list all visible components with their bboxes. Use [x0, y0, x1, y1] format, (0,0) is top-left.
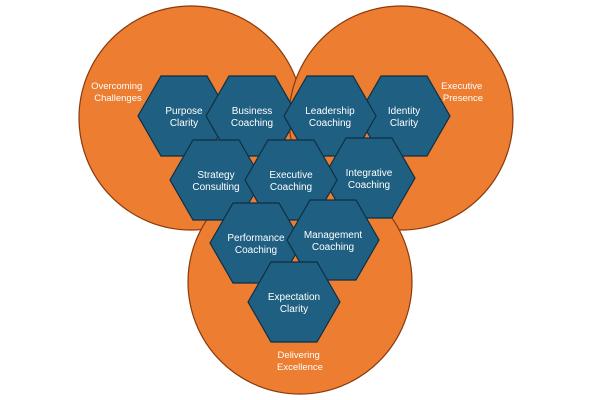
circle-label-executive-presence: Executive Presence: [441, 81, 485, 104]
circle-label-delivering-excellence: Delivering Excellence: [277, 350, 323, 373]
circle-label-overcoming-challenges: Overcoming Challenges: [91, 81, 145, 104]
